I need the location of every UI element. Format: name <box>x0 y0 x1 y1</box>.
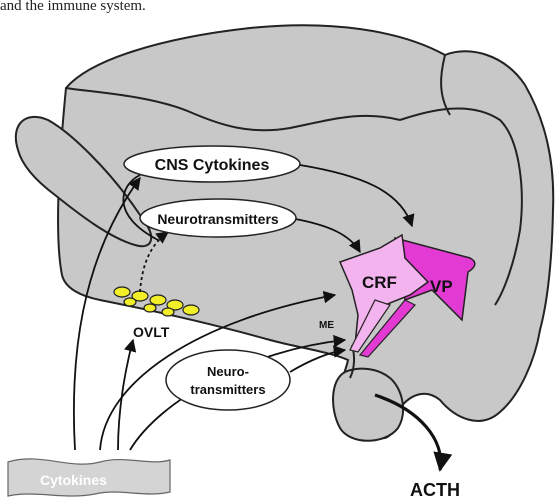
neurotransmitters-upper-label: Neurotransmitters <box>157 211 279 227</box>
caption-fragment: and the immune system. <box>0 0 146 14</box>
pituitary-gland <box>333 369 403 441</box>
cytokines-banner-label: Cytokines <box>40 472 107 488</box>
me-label: ME <box>319 320 334 331</box>
cytokines-banner: Cytokines <box>8 459 170 496</box>
crf-label: CRF <box>362 273 397 292</box>
neurotransmitters-lower-line2: transmitters <box>190 382 265 397</box>
vp-label: VP <box>430 277 453 296</box>
acth-label: ACTH <box>410 480 460 500</box>
ovlt-label: OVLT <box>133 324 170 340</box>
neurotransmitters-lower-line1: Neuro- <box>207 364 249 379</box>
cns-cytokines-label: CNS Cytokines <box>155 157 270 174</box>
neurotransmitters-lower-oval: Neuro- transmitters <box>166 350 290 410</box>
neurotransmitters-upper-oval: Neurotransmitters <box>140 199 296 237</box>
arrow-to-ovlt <box>118 340 133 450</box>
cns-cytokines-oval: CNS Cytokines <box>124 146 300 182</box>
